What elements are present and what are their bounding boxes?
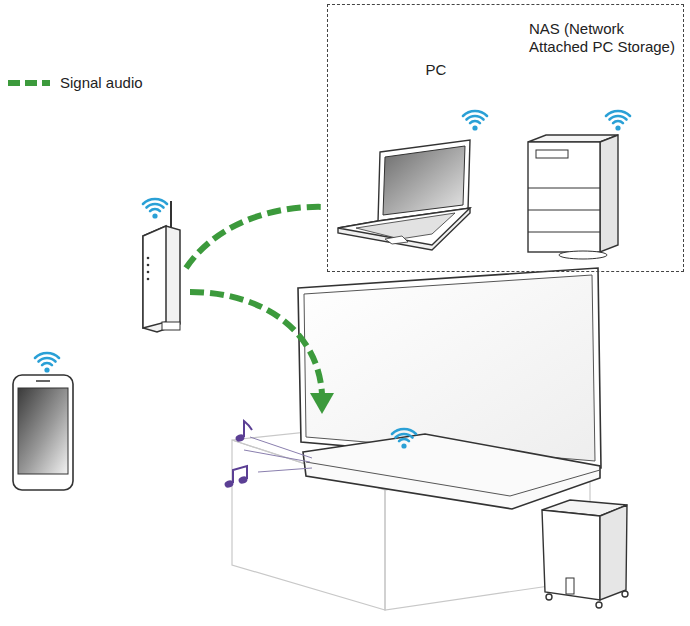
nas-bay	[528, 188, 600, 189]
wifi-symbol	[392, 429, 416, 449]
note-beam	[233, 466, 247, 483]
router-side	[143, 226, 180, 332]
nas-bay	[528, 210, 600, 211]
note-stem	[244, 421, 252, 437]
nas-bay	[528, 232, 600, 233]
router-antenna	[170, 201, 172, 230]
laptop-screen	[383, 146, 465, 215]
wheel	[596, 602, 602, 608]
nas-side	[600, 135, 618, 252]
wifi-symbol	[35, 353, 59, 373]
wheel	[546, 594, 552, 600]
music-notes	[224, 421, 312, 489]
audio-signal	[186, 207, 334, 414]
device-label: NAS (Network Attached PC Storage)	[529, 20, 679, 56]
laptop-base-edge	[338, 208, 470, 250]
legend-text: Signal audio	[60, 74, 143, 92]
signal-path	[186, 207, 326, 268]
sound-line	[250, 437, 312, 458]
wifi-symbol	[606, 111, 630, 131]
subwoofer	[542, 500, 628, 608]
nas-slot	[536, 150, 568, 158]
soundbar-body	[303, 434, 600, 509]
router-led	[147, 257, 150, 260]
nas-front	[528, 142, 600, 252]
router	[143, 201, 180, 332]
tv-screen	[304, 275, 595, 461]
smartphone	[13, 375, 73, 490]
nas-tower	[528, 135, 618, 259]
nas-stand	[559, 251, 607, 259]
legend-line	[8, 80, 50, 86]
wheel	[622, 591, 628, 597]
soundbar-edge	[306, 462, 600, 496]
laptop-touchpad	[385, 236, 408, 244]
legend-swatch	[8, 74, 52, 92]
legend-entry: Signal audio	[8, 74, 143, 92]
phone-speaker	[36, 380, 50, 382]
subwoofer-front	[542, 510, 600, 600]
router-led	[147, 264, 150, 267]
device-label: PC	[416, 61, 456, 79]
wifi-symbol	[143, 199, 167, 219]
sound-line	[258, 468, 312, 472]
laptop	[338, 140, 470, 250]
group-box: PC NAS (Network Attached PC Storage)	[327, 4, 684, 272]
sound-line	[244, 450, 310, 462]
soundbar	[303, 434, 600, 509]
laptop-base	[338, 208, 470, 245]
subwoofer-side	[600, 505, 627, 600]
phone-body	[13, 375, 73, 490]
signal-arrowhead	[310, 393, 334, 414]
signal-path	[190, 292, 322, 394]
phone-screen	[18, 388, 68, 474]
laptop-keyboard	[356, 213, 455, 239]
subwoofer-port	[566, 578, 574, 594]
router-led	[147, 271, 150, 274]
router-foot	[162, 322, 180, 330]
wifi-symbol	[463, 111, 487, 131]
router-led	[147, 278, 150, 281]
router-front	[143, 226, 166, 328]
